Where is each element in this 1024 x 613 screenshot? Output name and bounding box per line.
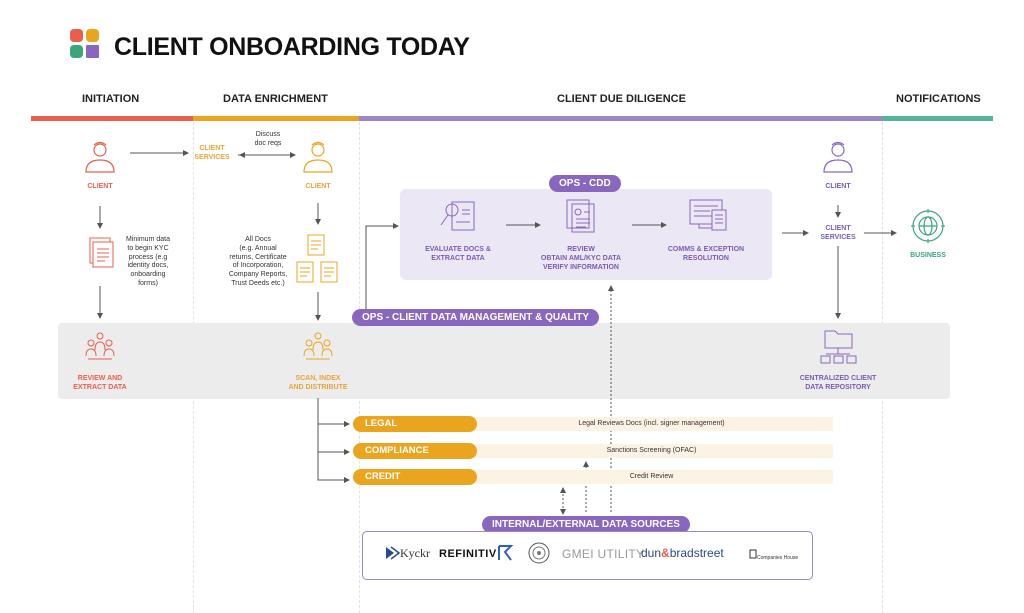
- credit-tag: CREDIT: [353, 469, 477, 485]
- label-line: OBTAIN AML/KYC DATA: [540, 254, 622, 262]
- refinitiv-logo: REFINITIV: [439, 548, 497, 560]
- client-services-label: CLIENT SERVICES: [192, 145, 232, 163]
- label-line: REVIEW AND: [77, 375, 123, 382]
- ops-cdd-pill: OPS - CDD: [549, 175, 621, 192]
- phase-cdd-label: CLIENT DUE DILIGENCE: [557, 93, 686, 105]
- label-line: Discuss: [255, 131, 281, 138]
- phase-bar-notifications: [882, 116, 993, 121]
- initiation-client-label: CLIENT: [87, 183, 113, 190]
- companies-house-crest-icon: [749, 547, 757, 559]
- label-line: CLIENT: [825, 225, 851, 232]
- phase-bar-initiation: [31, 116, 193, 121]
- dnb-ampersand: &: [661, 546, 670, 560]
- logo-block-green: [70, 45, 83, 58]
- refinitiv-mark-icon: [498, 545, 514, 561]
- label-line: Trust Deeds etc.): [231, 279, 285, 287]
- legal-description: Legal Reviews Docs (incl. signer managem…: [470, 417, 833, 431]
- label-line: Company Reports,: [228, 271, 288, 278]
- label-line: SCAN, INDEX: [295, 375, 341, 382]
- label-line: returns, Certificate: [229, 253, 287, 261]
- data-sources-pill: INTERNAL/EXTERNAL DATA SOURCES: [482, 516, 690, 533]
- cdd-step-comms: COMMS & EXCEPTION RESOLUTION: [664, 246, 748, 264]
- business-globe-icon: [911, 209, 945, 243]
- business-label: BUSINESS: [910, 252, 946, 259]
- phase-initiation-label: INITIATION: [82, 93, 140, 105]
- companies-house-logo: Companies House: [757, 555, 799, 561]
- phase-enrichment-label: DATA ENRICHMENT: [223, 93, 328, 105]
- phase-bar-enrichment: [193, 116, 359, 121]
- docs-note-line: to begin KYC: [127, 244, 169, 252]
- computer-icon: [689, 199, 727, 231]
- documents-stack-icon: [296, 234, 338, 283]
- dun-bradstreet-logo: dun&bradstreet: [641, 546, 724, 560]
- phase-notifications-label: NOTIFICATIONS: [896, 93, 981, 105]
- enrichment-client-label: CLIENT: [305, 183, 331, 190]
- label-line: EXTRACT DATA: [73, 383, 127, 391]
- gmei-utility-logo: GMEI UTILITY: [562, 547, 645, 561]
- label-line: VERIFY INFORMATION: [543, 263, 619, 271]
- label-line: SERVICES: [194, 153, 230, 161]
- notifications-client-label: CLIENT: [825, 183, 851, 190]
- docs-note-line: onboarding: [130, 271, 166, 278]
- client-person-icon: [85, 141, 115, 173]
- docs-note-line: Minimum data: [126, 236, 170, 243]
- checklist-document-icon: [566, 199, 595, 233]
- label-line: (e.g. Annual: [239, 244, 277, 252]
- page-title: CLIENT ONBOARDING TODAY: [114, 33, 470, 61]
- logo-block-yellow: [86, 29, 99, 42]
- label-line: DATA REPOSITORY: [805, 383, 871, 391]
- label-line: COMMS & EXCEPTION: [667, 246, 745, 253]
- label-line: of Incorporation,: [232, 262, 284, 270]
- kyckr-logo-icon: [384, 545, 401, 561]
- logo-block-purple: [86, 45, 99, 58]
- team-icon: [303, 332, 333, 360]
- scan-index-label: SCAN, INDEX AND DISTRIBUTE: [282, 375, 354, 393]
- data-management-band: [58, 323, 950, 399]
- magnify-document-icon: [440, 201, 475, 231]
- all-docs-note: All Docs (e.g. Annual returns, Certifica…: [222, 236, 294, 289]
- docs-note-line: process (e.g: [128, 253, 168, 261]
- brand-logo-icon: [70, 29, 99, 58]
- data-sources-box: [362, 531, 813, 580]
- sec-seal-icon: [528, 542, 550, 564]
- phase-bar-cdd: [359, 116, 882, 121]
- client-person-icon: [823, 141, 853, 173]
- arrow-to-credit: [317, 398, 350, 483]
- kyckr-logo: Kyckr: [400, 546, 430, 560]
- data-repository-icon: [820, 330, 857, 364]
- compliance-tag: COMPLIANCE: [353, 443, 477, 459]
- compliance-description: Sanctions Screening (OFAC): [470, 444, 833, 458]
- logo-block-red: [70, 29, 83, 42]
- cdd-step-review: REVIEW OBTAIN AML/KYC DATA VERIFY INFORM…: [535, 246, 627, 272]
- brand-logo: [70, 29, 102, 59]
- docs-note-line: forms): [138, 279, 158, 287]
- label-line: EXTRACT DATA: [431, 254, 485, 262]
- label-line: SERVICES: [820, 233, 856, 241]
- legal-tag: LEGAL: [353, 416, 477, 432]
- document-icon: [89, 237, 114, 268]
- label-line: CLIENT: [199, 145, 225, 152]
- notifications-services-label: CLIENT SERVICES: [814, 225, 862, 243]
- repository-label: CENTRALIZED CLIENT DATA REPOSITORY: [793, 375, 883, 393]
- label-line: RESOLUTION: [683, 254, 729, 262]
- initiation-docs-note: Minimum data to begin KYC process (e.g i…: [118, 236, 178, 289]
- review-extract-label: REVIEW AND EXTRACT DATA: [66, 375, 134, 393]
- label-line: REVIEW: [567, 246, 595, 253]
- dnb-bradstreet: bradstreet: [669, 546, 724, 560]
- discuss-note: Discuss doc reqs: [248, 131, 288, 149]
- label-line: CENTRALIZED CLIENT: [799, 375, 877, 382]
- credit-description: Credit Review: [470, 470, 833, 484]
- ops-data-management-pill: OPS - CLIENT DATA MANAGEMENT & QUALITY: [352, 309, 600, 326]
- label-line: EVALUATE DOCS &: [425, 246, 491, 253]
- label-line: AND DISTRIBUTE: [288, 383, 348, 391]
- label-line: All Docs: [245, 236, 271, 243]
- dnb-dun: dun: [641, 546, 662, 560]
- arrow-scan-to-cdd: [365, 223, 399, 318]
- client-person-icon: [303, 141, 333, 173]
- cdd-step-evaluate: EVALUATE DOCS & EXTRACT DATA: [418, 246, 498, 264]
- docs-note-line: identity docs,: [127, 262, 169, 270]
- label-line: doc reqs: [254, 139, 282, 147]
- team-icon: [85, 332, 115, 360]
